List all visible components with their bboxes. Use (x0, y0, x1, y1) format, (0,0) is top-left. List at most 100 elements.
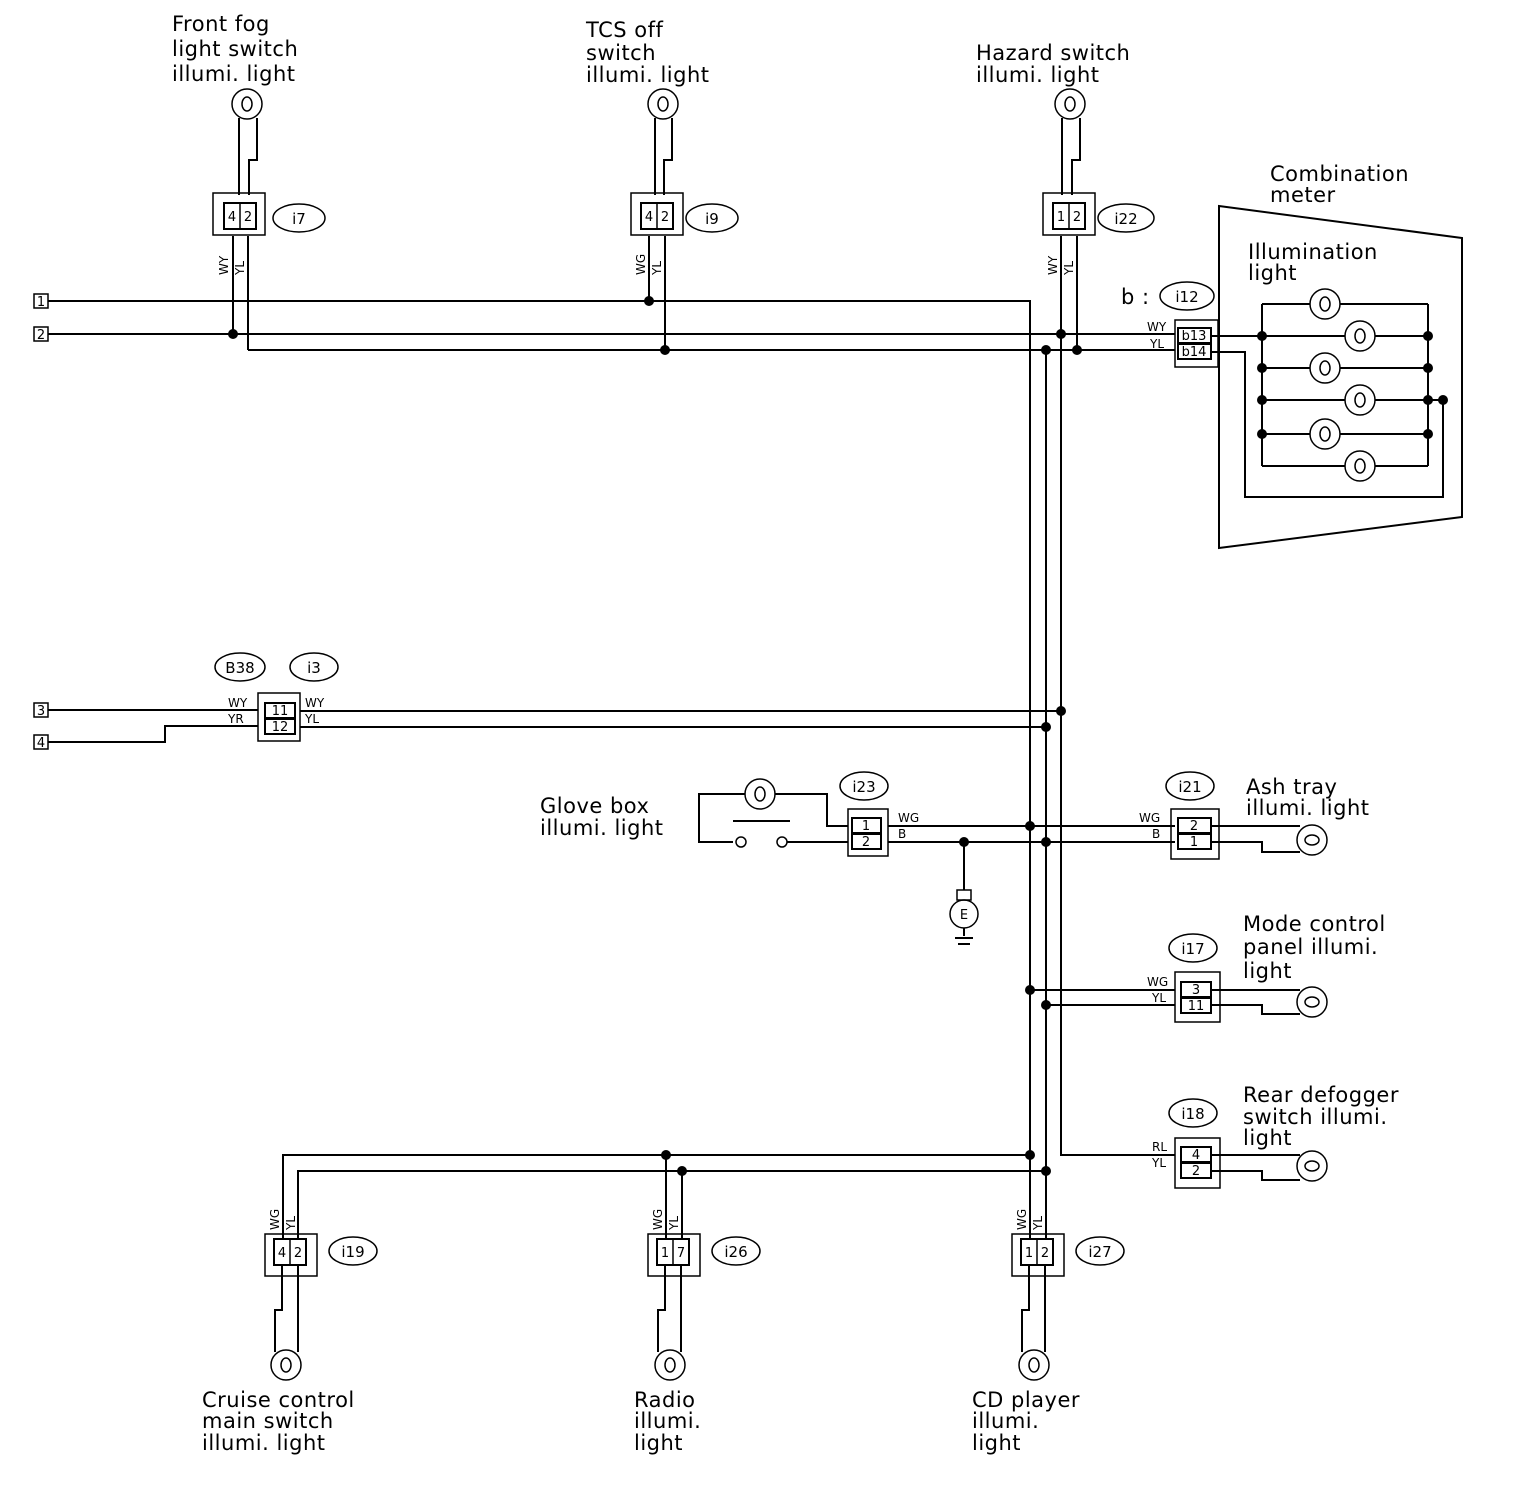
svg-text:YL: YL (233, 261, 247, 276)
svg-text:YL: YL (304, 712, 319, 726)
junction-dots (228, 296, 1082, 1176)
svg-text:WY: WY (1147, 320, 1167, 334)
illumination-light-label: Illumination light (1248, 240, 1378, 285)
front-fog-lamp-icon (231, 88, 263, 195)
svg-text:Glove box: Glove box (540, 794, 649, 818)
svg-text:2: 2 (1073, 210, 1081, 225)
svg-text:light: light (1243, 1126, 1292, 1150)
svg-text:B38: B38 (225, 659, 254, 677)
svg-text:illumi. light: illumi. light (976, 63, 1100, 87)
hazard-lamp-icon (1054, 88, 1086, 195)
svg-text:1: 1 (1190, 835, 1198, 850)
svg-text:i23: i23 (852, 778, 875, 796)
glove-box-lamp-icon (698, 778, 848, 848)
svg-text:2: 2 (294, 1246, 302, 1261)
svg-text:12: 12 (272, 720, 289, 735)
svg-text:Combination: Combination (1270, 162, 1409, 186)
i22-connector: 1 2 i22 WY YL (1042, 192, 1155, 276)
svg-text:11: 11 (1188, 999, 1205, 1014)
svg-text:Ash tray: Ash tray (1246, 775, 1337, 799)
ash-tray-label: Ash tray illumi. light (1246, 775, 1370, 820)
terminal-3: 3 (33, 702, 49, 719)
svg-text:YL: YL (1151, 991, 1166, 1005)
svg-text:illumi.: illumi. (634, 1409, 701, 1433)
svg-text:2: 2 (1192, 1164, 1200, 1179)
tcs-off-lamp-icon (647, 88, 679, 195)
svg-text:4: 4 (228, 210, 236, 225)
meter-lamp-icon (1309, 288, 1376, 482)
combination-meter: b : i12 b13 b14 WY YL (1121, 204, 1463, 550)
svg-text:b13: b13 (1182, 329, 1207, 344)
svg-text:YL: YL (1062, 261, 1076, 276)
svg-text:YL: YL (1031, 1216, 1045, 1231)
svg-text:YL: YL (667, 1216, 681, 1231)
svg-text:Illumination: Illumination (1248, 240, 1378, 264)
svg-text:B: B (898, 827, 906, 841)
svg-text:b14: b14 (1182, 345, 1207, 360)
i26-connector: WG YL 1 7 i26 (647, 1209, 761, 1277)
cruise-control-label: Cruise control main switch illumi. light (202, 1388, 354, 1455)
svg-text:i7: i7 (292, 210, 306, 228)
wires (48, 236, 1175, 1238)
svg-text:YR: YR (227, 712, 244, 726)
svg-text:illumi. light: illumi. light (172, 62, 296, 86)
svg-text:illumi. light: illumi. light (202, 1431, 326, 1455)
svg-text:light: light (634, 1431, 683, 1455)
svg-text:b :: b : (1121, 285, 1150, 309)
svg-text:1: 1 (661, 1246, 669, 1261)
svg-text:switch illumi.: switch illumi. (1243, 1105, 1388, 1129)
cd-player-lamp-icon (1018, 1265, 1050, 1381)
svg-text:2: 2 (862, 835, 870, 850)
i19-connector: WG YL 4 2 i19 (264, 1209, 378, 1277)
svg-text:1: 1 (1025, 1246, 1033, 1261)
svg-text:1: 1 (1057, 210, 1065, 225)
cruise-control-lamp-icon (270, 1265, 302, 1381)
svg-text:1: 1 (37, 295, 45, 310)
svg-text:Rear defogger: Rear defogger (1243, 1083, 1399, 1107)
svg-text:2: 2 (1041, 1246, 1049, 1261)
svg-text:Radio: Radio (634, 1388, 696, 1412)
svg-text:TCS off: TCS off (585, 18, 664, 42)
svg-text:WG: WG (268, 1209, 282, 1230)
tcs-off-label: TCS off switch illumi. light (585, 18, 710, 87)
svg-text:i22: i22 (1114, 210, 1137, 228)
mode-control-label: Mode control panel illumi. light (1243, 912, 1386, 983)
i21-connector: i21 2 1 WG B (1139, 771, 1220, 860)
ground-icon: E (949, 889, 979, 945)
svg-text:WG: WG (1139, 811, 1160, 825)
svg-text:4: 4 (1192, 1148, 1200, 1163)
i27-connector: WG YL 1 2 i27 (1011, 1209, 1125, 1277)
svg-text:3: 3 (1192, 983, 1200, 998)
svg-text:main switch: main switch (202, 1409, 334, 1433)
glove-box-label: Glove box illumi. light (540, 794, 664, 840)
svg-text:WG: WG (1015, 1209, 1029, 1230)
mode-control-lamp-icon (1211, 986, 1328, 1018)
i18-connector: i18 4 2 RL YL (1151, 1098, 1221, 1189)
hazard-label: Hazard switch illumi. light (976, 41, 1130, 87)
svg-text:RL: RL (1152, 1140, 1167, 1154)
terminal-4: 4 (33, 734, 49, 751)
radio-label: Radio illumi. light (634, 1388, 701, 1455)
svg-text:2: 2 (661, 210, 669, 225)
svg-text:YL: YL (284, 1216, 298, 1231)
cd-player-label: CD player illumi. light (972, 1388, 1080, 1455)
svg-text:WG: WG (1147, 975, 1168, 989)
svg-text:i19: i19 (341, 1243, 364, 1261)
svg-text:switch: switch (586, 41, 656, 65)
svg-text:WY: WY (217, 255, 231, 275)
svg-text:illumi. light: illumi. light (540, 816, 664, 840)
i9-connector: 4 2 i9 WG YL (630, 192, 739, 276)
svg-text:Mode control: Mode control (1243, 912, 1386, 936)
svg-text:YL: YL (650, 261, 664, 276)
svg-text:panel illumi.: panel illumi. (1243, 935, 1378, 959)
svg-text:YL: YL (1149, 337, 1164, 351)
rear-defogger-lamp-icon (1211, 1150, 1328, 1182)
svg-text:7: 7 (677, 1246, 685, 1261)
i3-connector: B38 i3 11 12 WY YR WY YL (214, 652, 339, 742)
svg-text:illumi. light: illumi. light (1246, 796, 1370, 820)
rear-defogger-label: Rear defogger switch illumi. light (1243, 1083, 1399, 1150)
svg-text:illumi. light: illumi. light (586, 63, 710, 87)
svg-text:WY: WY (228, 696, 248, 710)
i17-connector: i17 3 11 WG YL (1147, 933, 1221, 1023)
